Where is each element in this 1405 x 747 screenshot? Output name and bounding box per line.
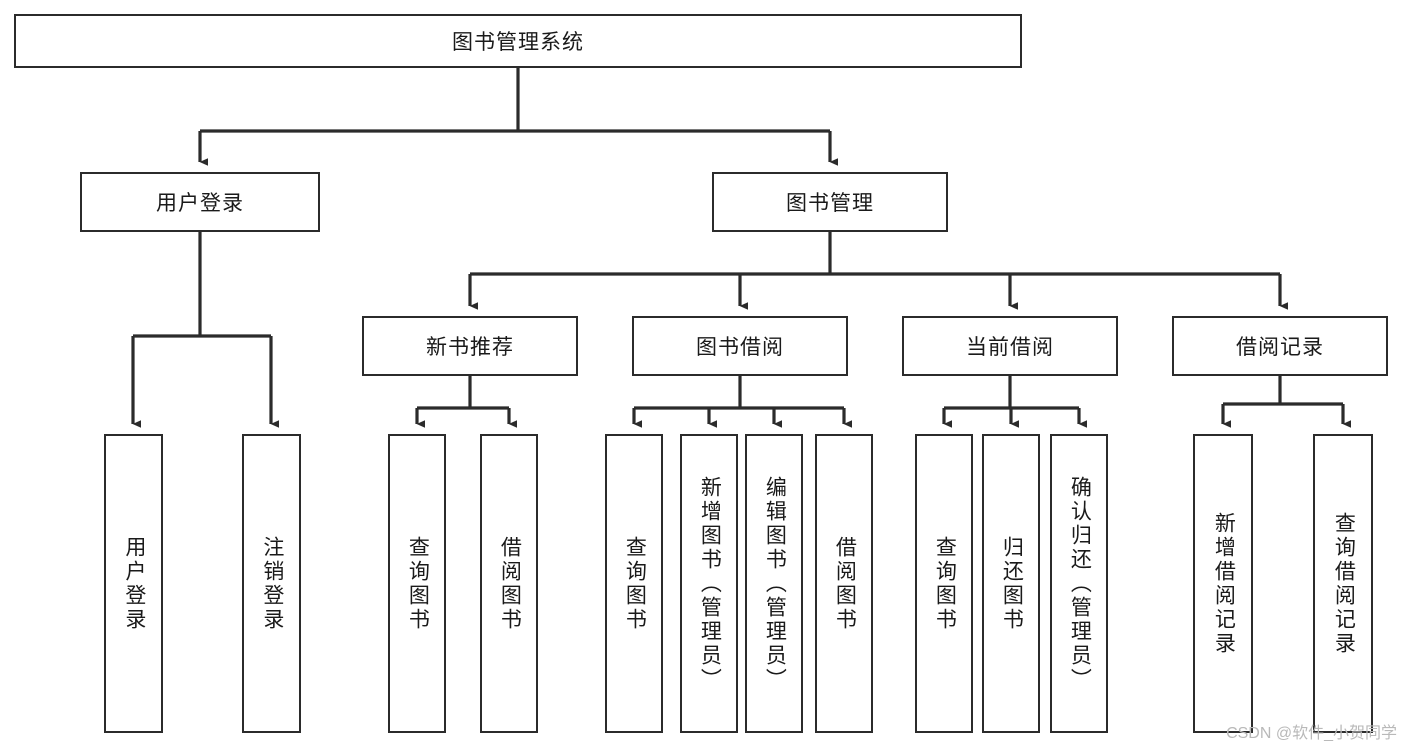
- leaf-user-login[interactable]: 用户登录: [104, 434, 163, 733]
- leaf-label: 借阅图书: [833, 535, 857, 632]
- leaf-confirm-return-admin[interactable]: 确认归还（管理员）: [1050, 434, 1108, 733]
- leaf-borrow-book-newbook[interactable]: 借阅图书: [480, 434, 538, 733]
- leaf-label: 确认归还（管理员）: [1068, 475, 1092, 692]
- leaf-label: 注销登录: [260, 535, 284, 632]
- node-user-login[interactable]: 用户登录: [80, 172, 320, 232]
- leaf-logout[interactable]: 注销登录: [242, 434, 301, 733]
- leaf-label: 查询图书: [406, 535, 430, 632]
- leaf-query-borrow-record[interactable]: 查询借阅记录: [1313, 434, 1373, 733]
- leaf-label: 归还图书: [1000, 535, 1024, 632]
- leaf-query-book-borrow[interactable]: 查询图书: [605, 434, 663, 733]
- leaf-label: 查询借阅记录: [1332, 511, 1356, 656]
- leaf-label: 用户登录: [122, 535, 146, 632]
- leaf-add-book-admin[interactable]: 新增图书（管理员）: [680, 434, 738, 733]
- leaf-add-borrow-record[interactable]: 新增借阅记录: [1193, 434, 1253, 733]
- node-root[interactable]: 图书管理系统: [14, 14, 1022, 68]
- node-book-management[interactable]: 图书管理: [712, 172, 948, 232]
- node-borrow-record[interactable]: 借阅记录: [1172, 316, 1388, 376]
- node-current-borrow[interactable]: 当前借阅: [902, 316, 1118, 376]
- leaf-label: 新增图书（管理员）: [698, 475, 722, 692]
- node-book-borrow[interactable]: 图书借阅: [632, 316, 848, 376]
- leaf-query-book-newbook[interactable]: 查询图书: [388, 434, 446, 733]
- leaf-label: 新增借阅记录: [1212, 511, 1236, 656]
- leaf-query-book-current[interactable]: 查询图书: [915, 434, 973, 733]
- leaf-label: 查询图书: [933, 535, 957, 632]
- node-new-book-recommend[interactable]: 新书推荐: [362, 316, 578, 376]
- leaf-label: 借阅图书: [498, 535, 522, 632]
- leaf-return-book[interactable]: 归还图书: [982, 434, 1040, 733]
- leaf-label: 编辑图书（管理员）: [763, 475, 787, 692]
- leaf-edit-book-admin[interactable]: 编辑图书（管理员）: [745, 434, 803, 733]
- leaf-label: 查询图书: [623, 535, 647, 632]
- leaf-lend-book[interactable]: 借阅图书: [815, 434, 873, 733]
